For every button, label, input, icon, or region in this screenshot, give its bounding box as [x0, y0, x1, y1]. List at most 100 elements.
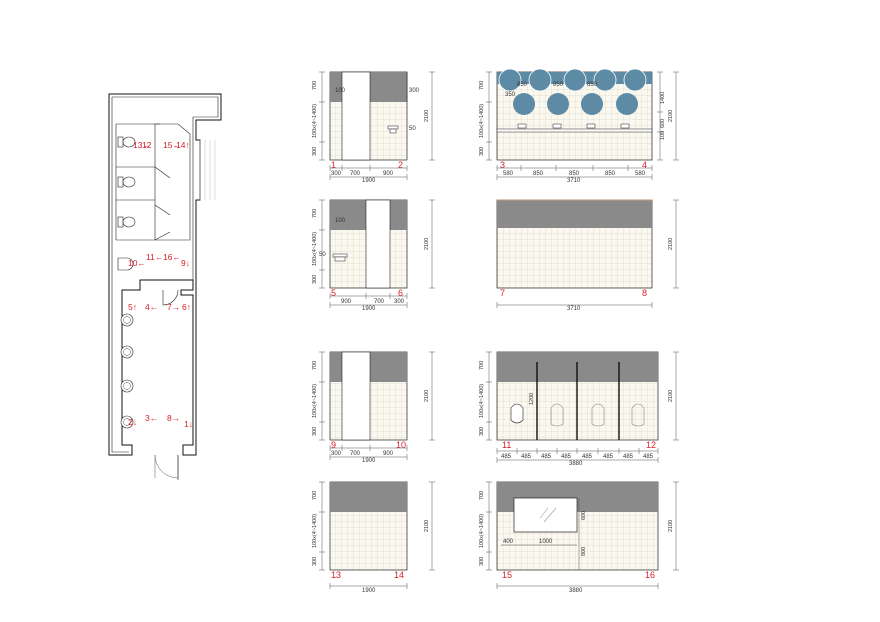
e2-lh2: 300	[479, 147, 485, 156]
round-mirrors	[513, 93, 638, 115]
e5-h2: 300	[312, 427, 318, 436]
e5-btotal: 1900	[362, 458, 376, 464]
e2-btotal: 3710	[567, 178, 581, 184]
elevation-9-10: 9 10 700 100x(4~1400) 300 2100 300 700 9…	[312, 351, 435, 464]
elevation-15-16: 400 1000 600 800 15 16 700 100x(4~1400) …	[479, 481, 679, 594]
e6-b1: 485	[521, 454, 532, 460]
e6-total: 2100	[668, 390, 674, 402]
e7-h2: 300	[312, 557, 318, 566]
plan-marker-10: 10←	[128, 258, 146, 268]
e8-h2: 300	[479, 557, 485, 566]
e3-note-b: 50	[319, 252, 326, 258]
e1-b1: 700	[350, 171, 361, 177]
plan-marker-4: 4←	[145, 302, 158, 312]
e5-marker-left: 9	[331, 440, 336, 450]
mirror	[513, 497, 578, 533]
plan-marker-13: 13←	[133, 140, 151, 150]
plan-marker-5: 5↑	[128, 302, 137, 312]
e8-marker-left: 15	[502, 570, 512, 580]
e2-lh1: 100x(4~1400)	[479, 104, 485, 138]
e2-b0: 580	[503, 171, 514, 177]
e8-mirror-w: 1000	[539, 539, 553, 545]
e5-marker-right: 10	[396, 440, 406, 450]
e1-marker-right: 2	[398, 160, 403, 170]
e6-h1: 100x(4~1400)	[479, 384, 485, 418]
plan-marker-3: 3←	[145, 413, 158, 423]
e1-note-b: 300	[409, 88, 420, 94]
e3-marker-left: 5	[331, 288, 336, 298]
e6-b6: 485	[623, 454, 634, 460]
e7-btotal: 1900	[362, 588, 376, 594]
plan-marker-14: 14↑	[176, 140, 190, 150]
plan-marker-12: 12	[142, 140, 152, 150]
e3-btotal: 1900	[362, 306, 376, 312]
e8-sill: 800	[581, 547, 587, 556]
toilet-fixtures	[117, 136, 136, 271]
e2-h0: 1400	[660, 92, 666, 104]
e2-total: 2100	[668, 110, 674, 122]
e4-marker-left: 7	[500, 288, 505, 298]
e1-note-a: 100	[335, 88, 346, 94]
elevation-13-14: 13 14 700 100x(4~1400) 300 2100 1900	[312, 481, 435, 594]
elevation-3-4: 850 850 850 350 3 4 700 100x(4~1400) 300…	[479, 68, 679, 184]
e1-marker-left: 1	[331, 160, 336, 170]
e2-h1: 600	[660, 119, 666, 128]
e8-mirror-h: 600	[581, 511, 587, 520]
e5-b2: 900	[383, 451, 394, 457]
e7-h1: 100x(4~1400)	[312, 514, 318, 548]
plan-marker-2: 2↓	[128, 417, 137, 427]
elevation-11-12: 1200 11 12 700 100x(4~1400) 300 2100 485…	[479, 351, 679, 467]
e6-btotal: 3880	[569, 461, 583, 467]
e2-b1: 850	[533, 171, 544, 177]
e3-note-a: 100	[335, 218, 346, 224]
e5-h1: 100x(4~1400)	[312, 384, 318, 418]
e3-marker-right: 6	[398, 288, 403, 298]
e6-b4: 485	[582, 454, 593, 460]
e6-b0: 485	[501, 454, 512, 460]
plan-marker-9: 9↓	[181, 258, 190, 268]
e6-b7: 485	[643, 454, 654, 460]
e5-b0: 300	[331, 451, 342, 457]
e4-total: 2100	[668, 238, 674, 250]
e4-btotal: 3710	[567, 306, 581, 312]
e2-lh0: 700	[479, 81, 485, 90]
e1-h2: 300	[312, 147, 318, 156]
e3-total: 2100	[424, 238, 430, 250]
e3-b2: 300	[394, 299, 405, 305]
e6-b5: 485	[603, 454, 614, 460]
e5-total: 2100	[424, 390, 430, 402]
e6-h2: 300	[479, 427, 485, 436]
e6-marker-left: 11	[502, 440, 511, 450]
plan-marker-7: 7→	[167, 302, 180, 312]
e3-h2: 300	[312, 275, 318, 284]
e1-b0: 300	[331, 171, 342, 177]
e1-btotal: 1900	[362, 178, 376, 184]
e6-b3: 485	[561, 454, 572, 460]
plan-marker-6: 6↑	[182, 302, 191, 312]
e2-marker-right: 4	[642, 160, 647, 170]
e7-total: 2100	[424, 520, 430, 532]
e4-marker-right: 8	[642, 288, 647, 298]
e5-b1: 700	[350, 451, 361, 457]
e8-left: 400	[503, 539, 514, 545]
sink-fixtures	[120, 313, 134, 429]
elevation-1-2: 100 300 50 1 2 700 100x(4~1400) 300 2100…	[312, 71, 435, 184]
e2-top0: 850	[517, 82, 528, 88]
e7-marker-right: 14	[394, 570, 404, 580]
elevation-5-6: 100 50 5 6 700 100x(4~1400) 300 2100 900…	[312, 199, 435, 312]
e2-top1: 850	[553, 82, 564, 88]
e6-marker-right: 12	[646, 440, 656, 450]
e7-h0: 700	[312, 491, 318, 500]
plan-marker-16: 16←	[163, 252, 181, 262]
e2-marker-left: 3	[500, 160, 505, 170]
e1-h1: 100x(4~1400)	[312, 104, 318, 138]
e3-h0: 700	[312, 209, 318, 218]
e2-b4: 580	[635, 171, 646, 177]
plan-marker-11: 11←	[146, 252, 163, 262]
e1-total: 2100	[424, 110, 430, 122]
e1-note-c: 50	[409, 126, 416, 132]
e3-b1: 700	[374, 299, 385, 305]
e8-h1: 100x(4~1400)	[479, 514, 485, 548]
